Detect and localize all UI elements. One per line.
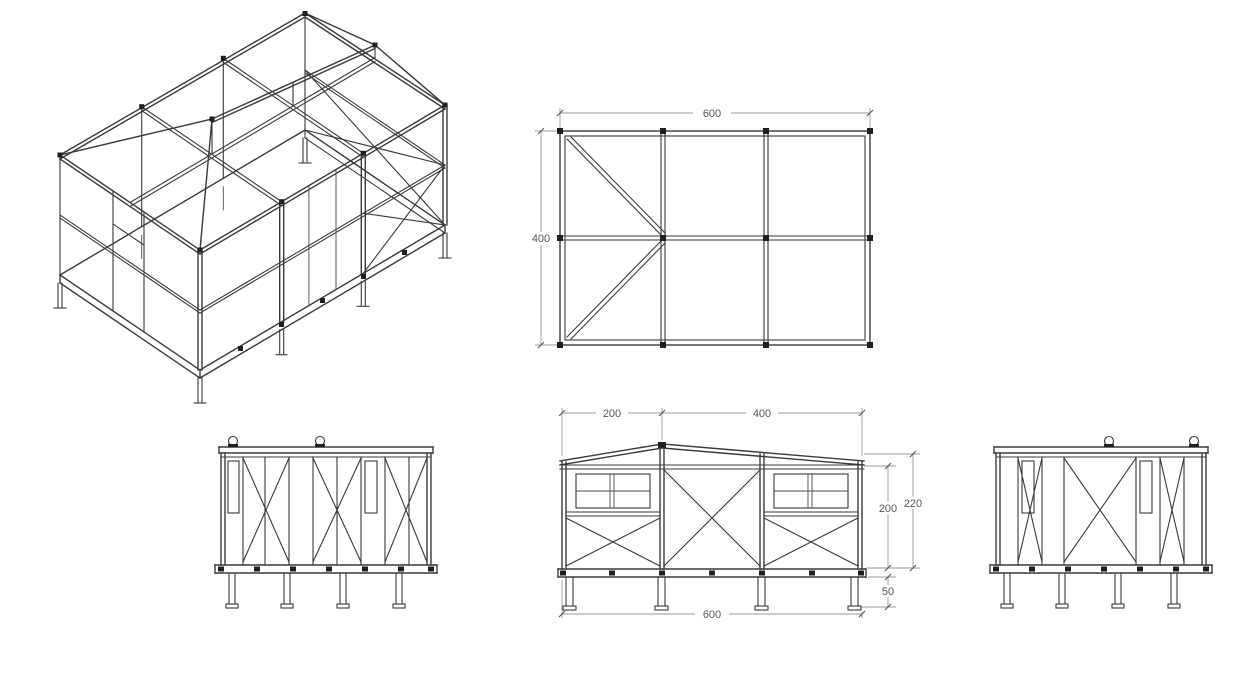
plan-connectors	[557, 128, 873, 348]
plan-dim-width-label: 600	[703, 108, 721, 120]
front-dim-height-frame-label: 200	[879, 503, 897, 515]
front-floor-band	[557, 568, 867, 578]
side-r-posts	[995, 452, 1207, 566]
side-l-floor-band	[214, 564, 438, 574]
iso-connectors	[57, 11, 448, 253]
left-side-elevation	[214, 435, 438, 609]
side-r-lifting-hooks	[1103, 435, 1200, 447]
iso-posts	[59, 12, 448, 371]
iso-wall-studs	[308, 169, 337, 306]
iso-wall-rails	[59, 69, 446, 314]
front-x-braces	[565, 469, 859, 567]
front-dim-bottom-label: 600	[703, 609, 721, 621]
front-dim-top: 200 400	[558, 406, 866, 456]
iso-top-plates	[59, 12, 446, 255]
plan-dim-depth: 400	[526, 127, 557, 349]
plan-dim-depth-label: 400	[532, 233, 550, 245]
plan-beams	[559, 130, 871, 346]
plan-dim-width: 600	[556, 106, 874, 128]
side-r-floor-band	[989, 564, 1213, 574]
iso-legs	[53, 137, 452, 404]
plan-view: 600 400	[526, 106, 874, 349]
iso-roof	[59, 12, 446, 251]
front-mid-rails	[565, 511, 859, 517]
front-dim-span-left-label: 200	[603, 408, 621, 420]
front-dim-legs: 50	[862, 573, 902, 611]
front-elevation: 200 400	[557, 406, 930, 621]
iso-cross-braces	[304, 69, 446, 275]
plan-frame	[559, 130, 871, 346]
right-side-elevation	[989, 435, 1213, 609]
side-l-x-braces	[242, 457, 428, 563]
side-r-window-frames	[1021, 460, 1153, 514]
side-r-x-braces	[1017, 457, 1185, 563]
front-dim-legs-label: 50	[882, 586, 894, 598]
iso-floor-joist-ends	[238, 250, 407, 351]
front-window-left	[575, 473, 651, 509]
front-legs	[562, 576, 862, 611]
front-dim-bottom: 600	[558, 580, 866, 621]
side-r-legs	[1000, 572, 1181, 609]
front-dim-span-right-label: 400	[753, 408, 771, 420]
iso-platform	[59, 129, 446, 379]
front-dim-height-total: 220	[864, 450, 930, 572]
front-dim-height-frame: 200	[864, 462, 920, 572]
iso-door-frame	[112, 190, 145, 333]
side-l-roof-beam	[218, 446, 434, 458]
side-l-window-frames	[227, 460, 378, 514]
side-l-lifting-hooks	[227, 435, 326, 447]
side-r-roof-beam	[993, 446, 1209, 458]
side-l-posts	[220, 452, 432, 566]
plan-hip-rafters	[566, 136, 666, 340]
front-dim-height-total-label: 220	[904, 498, 922, 510]
isometric-view	[53, 11, 452, 404]
front-window-right	[773, 473, 849, 509]
side-l-legs	[225, 572, 406, 609]
front-roof	[559, 442, 865, 470]
